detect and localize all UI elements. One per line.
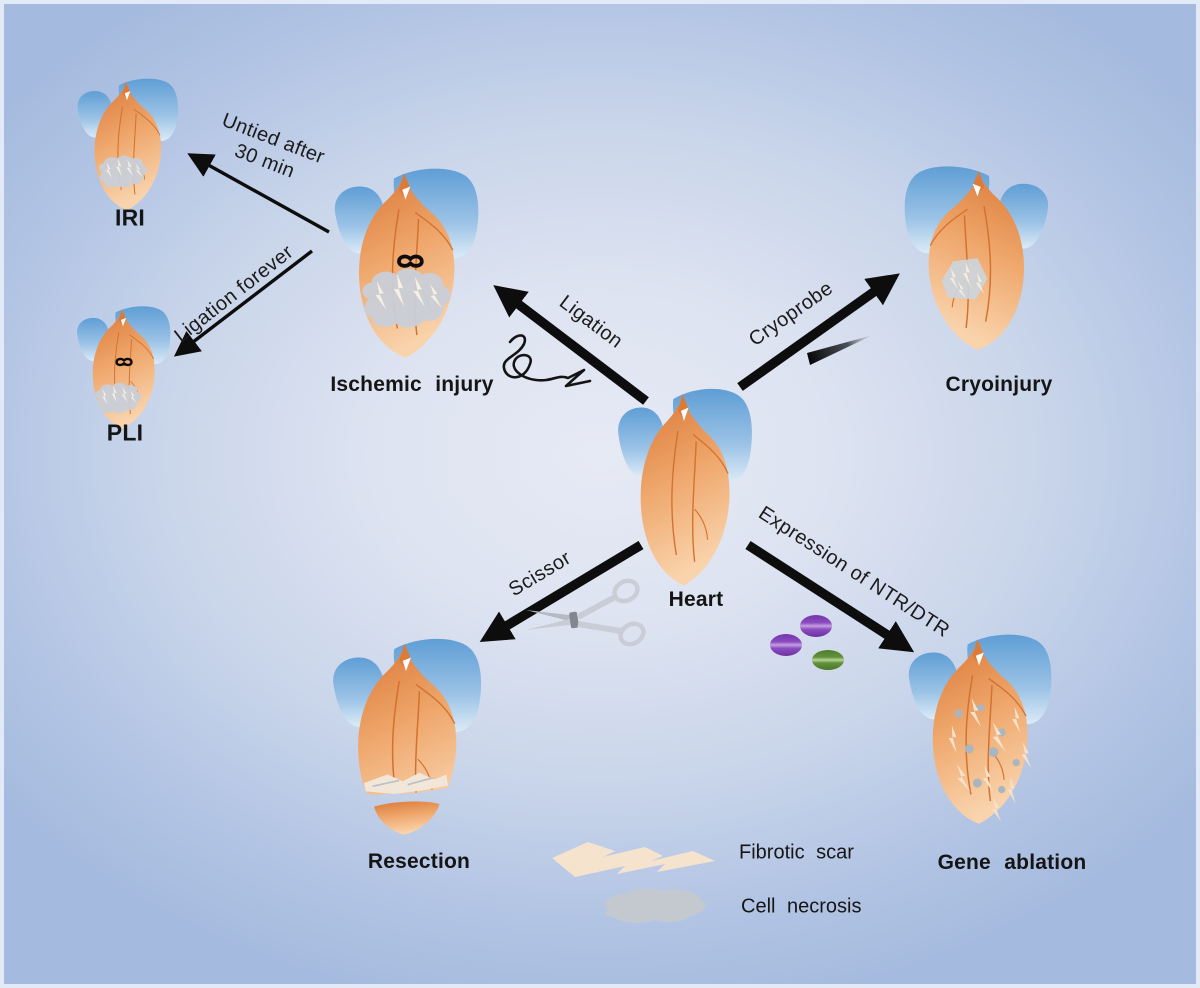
resected-apex: [374, 801, 440, 835]
cut-edge: [364, 772, 448, 794]
scissor-arrow: [479, 540, 644, 642]
cell-necrosis-icon: [604, 888, 706, 923]
cell-necrosis-legend-label: Cell necrosis: [741, 895, 862, 918]
heart-gene-ablation: [908, 633, 1053, 825]
untied-arrow: [187, 153, 330, 234]
scissors-icon: [526, 578, 646, 647]
fibrotic-scar-legend-label: Fibrotic scar: [739, 841, 854, 864]
resection-label: Resection: [367, 850, 471, 873]
cryoinjury-label: Cryoinjury: [945, 373, 1053, 396]
arrows-layer: [173, 153, 915, 670]
ischemic-injury-label: Ischemic injury: [330, 373, 494, 396]
cryo-lesion: [941, 258, 988, 300]
heart-resection: [332, 638, 482, 835]
expression-arrow: [745, 541, 915, 653]
ligation-forever-arrow: [173, 249, 314, 357]
fibrotic-scar-icon: [552, 842, 715, 877]
purple-cell-icon: [800, 615, 832, 637]
heart-label: Heart: [668, 588, 724, 611]
suture-thread-icon: [502, 334, 592, 388]
purple-cell-icon: [770, 634, 802, 656]
ablation-pattern: [946, 698, 1032, 822]
legend-layer: [552, 842, 715, 923]
heart-cryoinjury: [903, 165, 1049, 351]
gene-ablation-label: Gene ablation: [937, 851, 1087, 874]
cell-icons: [770, 615, 844, 670]
iri-label: IRI: [115, 204, 145, 231]
pli-label: PLI: [106, 419, 144, 446]
ligation-arrow: [493, 285, 649, 405]
cryoprobe-arrow: [737, 273, 900, 391]
green-cell-icon: [812, 650, 844, 670]
cryoprobe-icon: [807, 335, 873, 365]
